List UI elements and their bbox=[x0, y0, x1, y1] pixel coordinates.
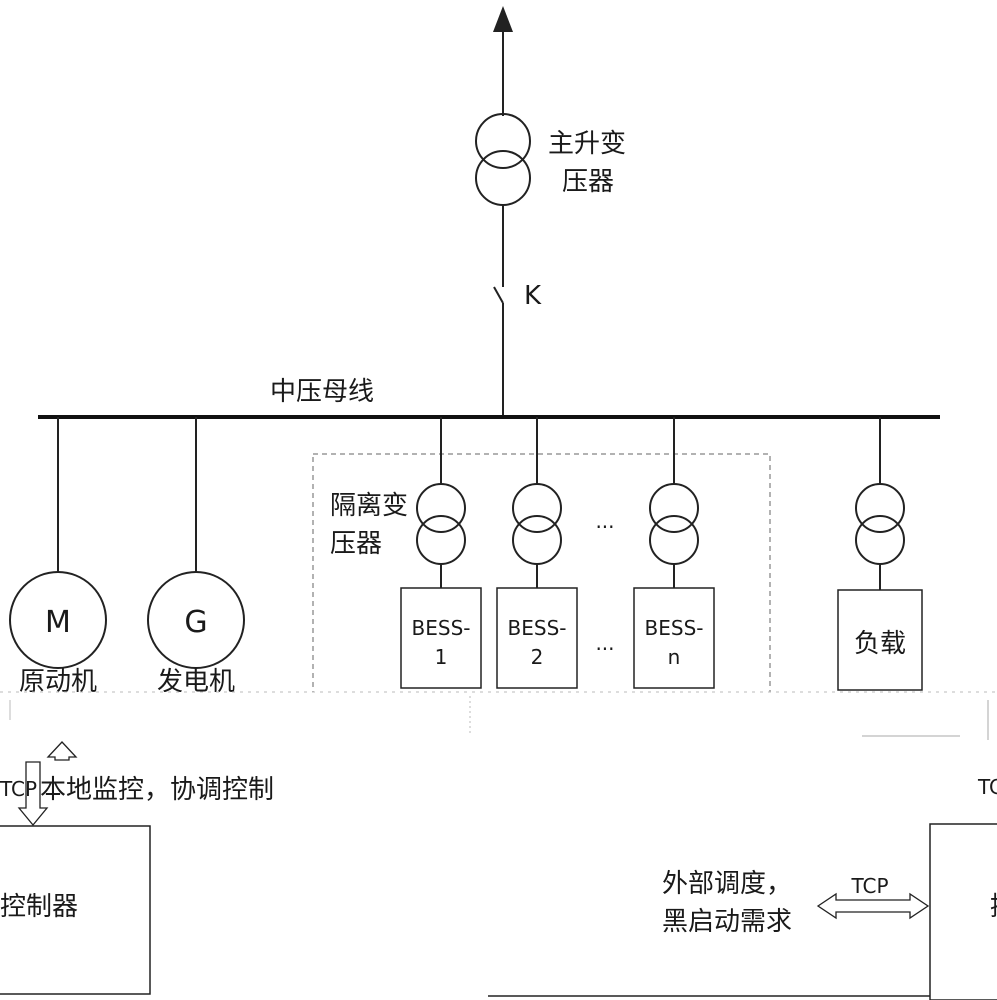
right-tcp-partial-label: TC bbox=[977, 775, 997, 799]
grid-arrow-icon bbox=[493, 6, 513, 32]
generator-letter: G bbox=[184, 605, 207, 640]
bess-1-branch bbox=[400, 417, 482, 689]
controller-box bbox=[0, 825, 151, 995]
external-dispatch-line2: 黑启动需求 bbox=[662, 907, 792, 937]
left-tcp-double-arrow bbox=[17, 741, 78, 827]
bess-2-branch bbox=[496, 417, 578, 689]
isolation-transformer-label-line1: 隔离变 bbox=[330, 491, 408, 521]
bess-n-branch bbox=[633, 417, 715, 689]
isolation-transformer-label-line2: 压器 bbox=[330, 529, 382, 559]
bess-n-label-line2: n bbox=[668, 645, 681, 669]
right-box-partial-label: 控 bbox=[990, 892, 997, 922]
bess-n-label-line1: BESS- bbox=[645, 616, 704, 640]
left-tcp-label: TCP bbox=[0, 777, 37, 801]
right-controller-box bbox=[929, 823, 997, 1000]
motor-symbol bbox=[9, 571, 107, 669]
controller-label: 控制器 bbox=[0, 892, 78, 922]
load-branch bbox=[837, 417, 923, 691]
external-tcp-double-arrow bbox=[816, 892, 930, 920]
load-label: 负载 bbox=[854, 629, 906, 659]
bess-1-label-line1: BESS- bbox=[412, 616, 471, 640]
bess-ellipsis: ... bbox=[595, 631, 614, 655]
main-transformer-label-line2: 压器 bbox=[562, 167, 614, 197]
motor-letter: M bbox=[45, 605, 71, 640]
transformer-ellipsis: ... bbox=[595, 509, 614, 533]
generator-symbol bbox=[147, 571, 245, 669]
bus-label: 中压母线 bbox=[270, 377, 374, 407]
bess-2-label-line1: BESS- bbox=[508, 616, 567, 640]
switch-label: K bbox=[524, 281, 542, 311]
bess-1-label-line2: 1 bbox=[435, 645, 448, 669]
external-tcp-label: TCP bbox=[850, 874, 888, 898]
external-dispatch-line1: 外部调度， bbox=[662, 869, 792, 899]
main-transformer-symbol bbox=[475, 113, 531, 206]
switch-k-symbol bbox=[493, 286, 504, 415]
bess-group-box bbox=[312, 453, 771, 695]
bess-2-label-line2: 2 bbox=[531, 645, 544, 669]
local-monitoring-label: 本地监控，协调控制 bbox=[40, 775, 274, 805]
main-transformer-label-line1: 主升变 bbox=[548, 129, 626, 159]
